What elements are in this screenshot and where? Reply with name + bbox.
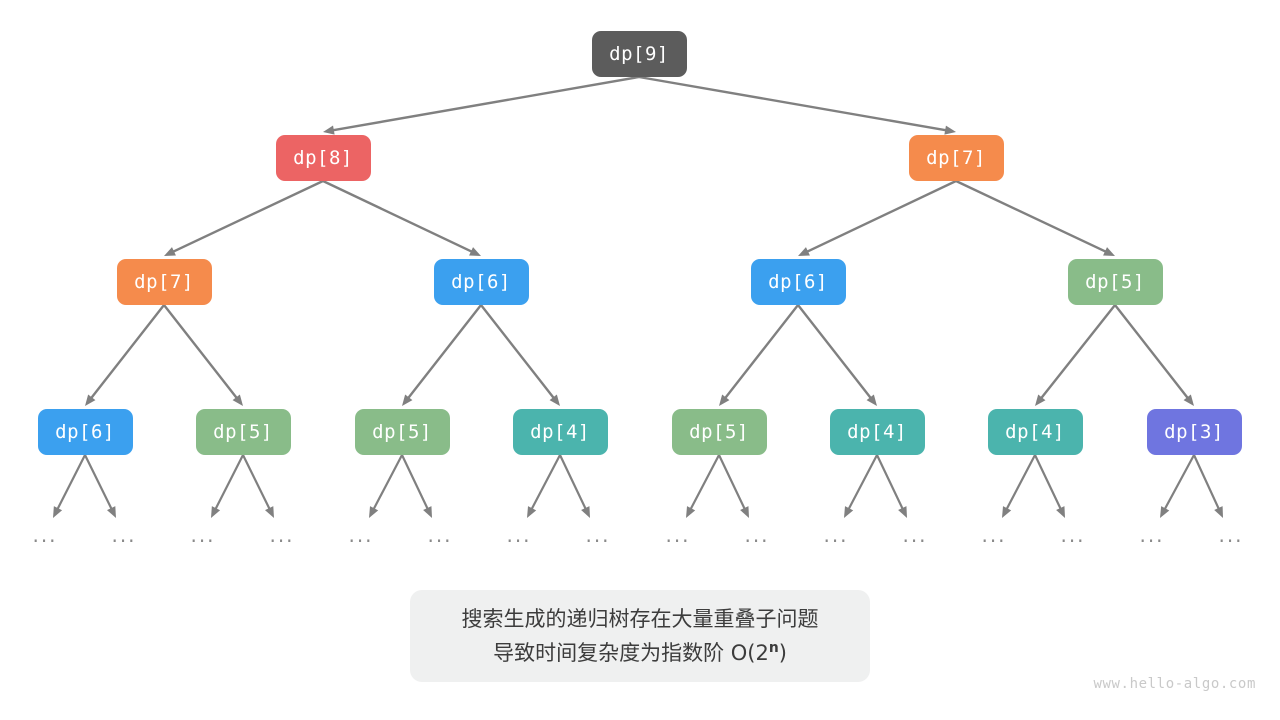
tree-node-dp7-n3: dp[7] bbox=[116, 259, 212, 305]
tree-node-dp6-n5: dp[6] bbox=[750, 259, 846, 305]
tree-node-dp5-n11: dp[5] bbox=[671, 409, 767, 455]
leaf-stub-arrow-n12-836 bbox=[844, 453, 879, 518]
edge-n4-to-n9 bbox=[402, 303, 483, 406]
caption-exponent: n bbox=[768, 640, 779, 656]
edge-n5-to-n12 bbox=[796, 303, 877, 406]
tree-node-dp4-n10: dp[4] bbox=[512, 409, 608, 455]
tree-node-label: dp[6] bbox=[451, 271, 511, 293]
leaf-stub-arrow-n7-124 bbox=[83, 453, 116, 518]
tree-node-label: dp[7] bbox=[134, 271, 194, 293]
edge-n0-to-n2 bbox=[637, 75, 956, 135]
caption-line-1: 搜索生成的递归树存在大量重叠子问题 bbox=[461, 607, 819, 631]
edge-n3-to-n7 bbox=[85, 303, 166, 406]
edge-n6-to-n13 bbox=[1035, 303, 1117, 406]
edge-n5-to-n11 bbox=[719, 303, 800, 406]
tree-node-dp5-n8: dp[5] bbox=[195, 409, 291, 455]
tree-node-dp9-n0: dp[9] bbox=[591, 31, 687, 77]
tree-node-dp5-n9: dp[5] bbox=[354, 409, 450, 455]
leaf-stub-arrow-n11-678 bbox=[686, 453, 721, 518]
tree-node-label: dp[4] bbox=[847, 421, 907, 443]
leaf-stub-arrow-n7-45 bbox=[53, 453, 87, 518]
tree-node-label: dp[8] bbox=[293, 147, 353, 169]
ellipsis-mark: ... bbox=[427, 523, 453, 547]
ellipsis-mark: ... bbox=[1139, 523, 1165, 547]
leaf-stub-arrow-n10-519 bbox=[527, 453, 562, 518]
ellipsis-mark: ... bbox=[823, 523, 849, 547]
tree-node-dp7-n2: dp[7] bbox=[908, 135, 1004, 181]
tree-node-dp3-n14: dp[3] bbox=[1146, 409, 1242, 455]
leaf-stub-arrow-n8-282 bbox=[241, 453, 274, 518]
tree-node-label: dp[5] bbox=[1085, 271, 1145, 293]
leaf-stub-arrow-n14-1152 bbox=[1160, 453, 1196, 518]
edge-n0-to-n1 bbox=[323, 75, 641, 135]
caption-line-2: 导致时间复杂度为指数阶 O(2n) bbox=[493, 636, 787, 670]
tree-node-label: dp[3] bbox=[1164, 421, 1224, 443]
tree-node-label: dp[5] bbox=[689, 421, 749, 443]
caption-box: 搜索生成的递归树存在大量重叠子问题 导致时间复杂度为指数阶 O(2n) bbox=[410, 590, 870, 682]
ellipsis-mark: ... bbox=[190, 523, 216, 547]
leaf-stub-arrow-n11-757 bbox=[717, 453, 749, 518]
caption-line-2-prefix: 导致时间复杂度为指数阶 O(2 bbox=[493, 641, 769, 665]
ellipsis-mark: ... bbox=[269, 523, 295, 547]
ellipsis-mark: ... bbox=[902, 523, 928, 547]
edge-n6-to-n14 bbox=[1113, 303, 1194, 406]
tree-node-dp6-n7: dp[6] bbox=[37, 409, 133, 455]
ellipsis-mark: ... bbox=[1060, 523, 1086, 547]
edge-n2-to-n5 bbox=[798, 179, 958, 256]
edge-n3-to-n8 bbox=[162, 303, 243, 406]
ellipsis-mark: ... bbox=[744, 523, 770, 547]
leaf-stub-arrow-n12-915 bbox=[875, 453, 907, 518]
watermark-label: www.hello-algo.com bbox=[1093, 676, 1256, 692]
tree-node-label: dp[6] bbox=[768, 271, 828, 293]
edge-n1-to-n3 bbox=[164, 179, 325, 256]
ellipsis-mark: ... bbox=[585, 523, 611, 547]
leaf-stub-arrow-n9-440 bbox=[400, 453, 432, 518]
leaf-stub-arrow-n13-994 bbox=[1002, 453, 1037, 518]
tree-node-label: dp[9] bbox=[609, 43, 669, 65]
tree-node-label: dp[6] bbox=[55, 421, 115, 443]
tree-node-dp8-n1: dp[8] bbox=[275, 135, 371, 181]
tree-node-label: dp[4] bbox=[1005, 421, 1065, 443]
edge-n1-to-n4 bbox=[321, 179, 481, 256]
tree-node-label: dp[7] bbox=[926, 147, 986, 169]
edge-n2-to-n6 bbox=[954, 179, 1115, 256]
tree-node-label: dp[5] bbox=[372, 421, 432, 443]
ellipsis-mark: ... bbox=[665, 523, 691, 547]
tree-node-dp5-n6: dp[5] bbox=[1067, 259, 1163, 305]
edge-n4-to-n10 bbox=[479, 303, 560, 406]
leaf-stub-arrow-n13-1073 bbox=[1033, 453, 1065, 518]
ellipsis-mark: ... bbox=[1218, 523, 1244, 547]
tree-node-dp4-n13: dp[4] bbox=[987, 409, 1083, 455]
ellipsis-mark: ... bbox=[348, 523, 374, 547]
ellipsis-mark: ... bbox=[981, 523, 1007, 547]
tree-node-dp6-n4: dp[6] bbox=[433, 259, 529, 305]
leaf-stub-arrow-n9-361 bbox=[369, 453, 404, 518]
leaf-stub-arrow-n10-598 bbox=[558, 453, 590, 518]
ellipsis-mark: ... bbox=[506, 523, 532, 547]
leaf-stub-arrow-n8-203 bbox=[211, 453, 245, 518]
tree-node-label: dp[4] bbox=[530, 421, 590, 443]
leaf-stub-arrow-n14-1231 bbox=[1192, 453, 1223, 518]
ellipsis-mark: ... bbox=[32, 523, 58, 547]
caption-line-2-suffix: ) bbox=[778, 641, 787, 665]
ellipsis-mark: ... bbox=[111, 523, 137, 547]
tree-node-label: dp[5] bbox=[213, 421, 273, 443]
tree-node-dp4-n12: dp[4] bbox=[829, 409, 925, 455]
